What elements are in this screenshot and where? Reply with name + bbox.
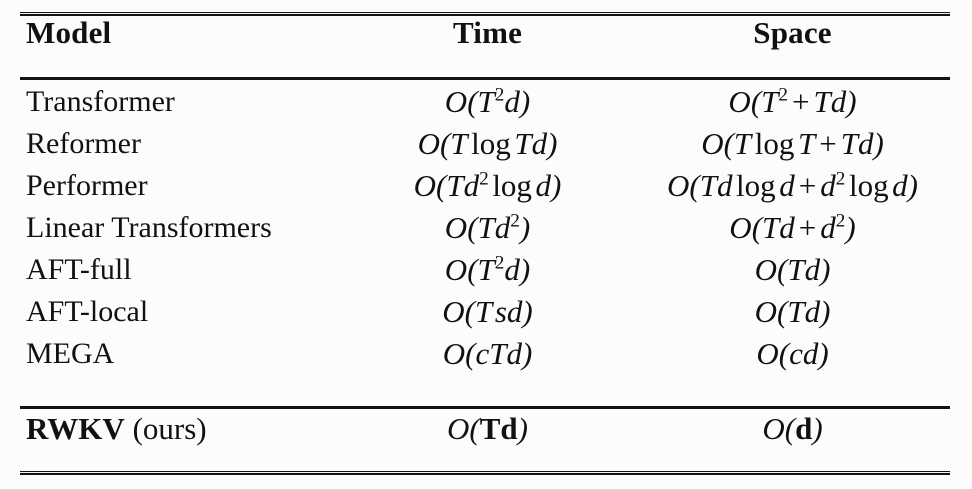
complexity-table: Model Time Space Transformer O(T2d) O(T2… bbox=[20, 0, 950, 461]
column-header-model: Model bbox=[26, 14, 112, 50]
table-top-rule bbox=[20, 12, 950, 16]
model-name: Transformer bbox=[26, 85, 175, 118]
space-complexity: O(Td+d2) bbox=[729, 210, 856, 245]
column-header-space: Space bbox=[753, 14, 832, 50]
header-rule-spacer bbox=[20, 65, 950, 81]
table-row: Performer O(Td2 log d) O(Td log d+d2 log… bbox=[20, 165, 950, 207]
table-header-rule bbox=[20, 77, 950, 80]
model-name: AFT-full bbox=[26, 253, 132, 286]
time-complexity: O(cTd) bbox=[442, 336, 533, 371]
model-name-rwkv: RWKV (ours) bbox=[20, 411, 340, 461]
spacer-cell bbox=[635, 375, 950, 397]
table-mid-rule bbox=[20, 406, 950, 409]
model-name: Reformer bbox=[26, 127, 141, 160]
rwkv-suffix: (ours) bbox=[124, 411, 207, 446]
model-name: AFT-local bbox=[26, 295, 149, 328]
space-complexity-rwkv: O(d) bbox=[762, 411, 823, 446]
spacer-cell bbox=[340, 397, 635, 411]
rwkv-label: RWKV bbox=[26, 411, 125, 446]
space-complexity: O(Td log d+d2 log d) bbox=[666, 168, 918, 203]
time-complexity: O(T2d) bbox=[444, 252, 531, 287]
model-name: Linear Transformers bbox=[26, 211, 272, 244]
column-header-time: Time bbox=[452, 14, 523, 50]
spacer-cell bbox=[340, 375, 635, 397]
space-complexity: O(Td) bbox=[754, 294, 831, 329]
table-row: MEGA O(cTd) O(cd) bbox=[20, 333, 950, 375]
time-complexity: O(T2d) bbox=[444, 84, 531, 119]
time-complexity-rwkv: O(Td) bbox=[447, 411, 528, 446]
time-complexity: O(Td2) bbox=[444, 210, 531, 245]
spacer-cell bbox=[20, 375, 340, 397]
table-row: Reformer O(T log Td) O(T log T+Td) bbox=[20, 123, 950, 165]
space-complexity: O(T log T+Td) bbox=[701, 126, 884, 161]
space-complexity: O(T2+Td) bbox=[728, 84, 857, 119]
model-name: Performer bbox=[26, 169, 148, 202]
table-header-row: Model Time Space bbox=[20, 0, 950, 65]
table-row: AFT-full O(T2d) O(Td) bbox=[20, 249, 950, 291]
table-row: AFT-local O(T sd) O(Td) bbox=[20, 291, 950, 333]
spacer-cell bbox=[20, 397, 340, 411]
space-complexity: O(cd) bbox=[756, 336, 829, 371]
time-complexity: O(T sd) bbox=[442, 294, 533, 329]
spacer-cell bbox=[340, 65, 635, 81]
table-row: Transformer O(T2d) O(T2+Td) bbox=[20, 81, 950, 123]
model-name: MEGA bbox=[26, 337, 115, 370]
mid-rule-spacer bbox=[20, 375, 950, 397]
space-complexity: O(Td) bbox=[754, 252, 831, 287]
rwkv-rule-spacer bbox=[20, 397, 950, 411]
spacer-cell bbox=[635, 65, 950, 81]
time-complexity: O(Td2 log d) bbox=[413, 168, 562, 203]
table-bottom-rule bbox=[20, 471, 950, 475]
spacer-cell bbox=[20, 65, 340, 81]
table-row: Linear Transformers O(Td2) O(Td+d2) bbox=[20, 207, 950, 249]
table-row-highlight: RWKV (ours) O(Td) O(d) bbox=[20, 411, 950, 461]
spacer-cell bbox=[635, 397, 950, 411]
time-complexity: O(T log Td) bbox=[417, 126, 558, 161]
